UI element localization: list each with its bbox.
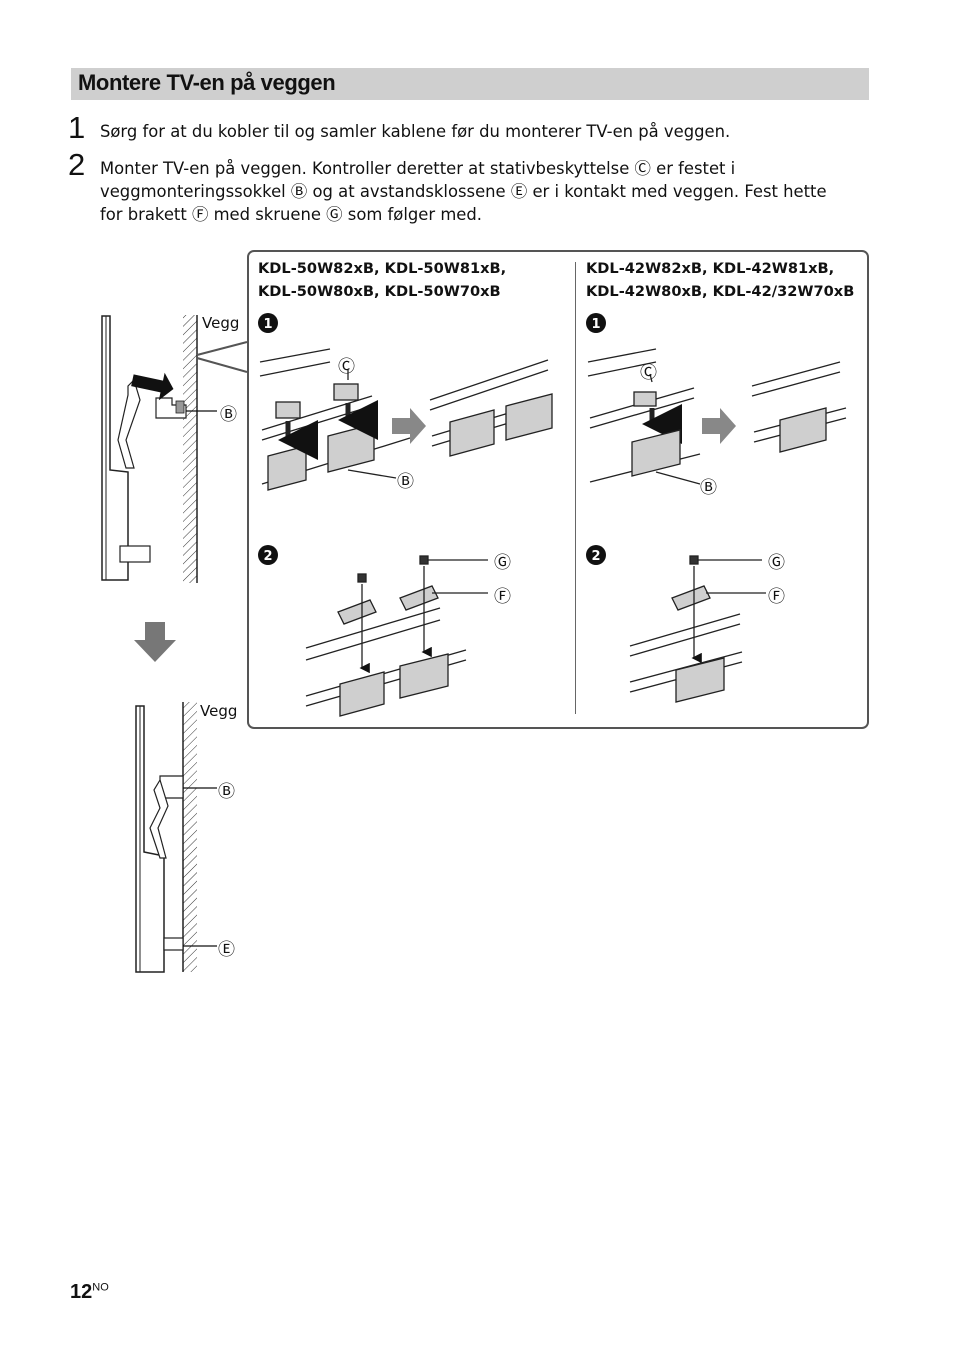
wall-label-bottom: Vegg [200,702,238,720]
tv-side-view-before [101,315,248,583]
callout-b-right: Ⓑ [700,478,717,498]
page-language: NO [92,1281,109,1294]
left-step2-diagram [305,555,488,717]
step-2-text: Monter TV-en på veggen. Kontroller deret… [100,157,827,226]
callout-g-left: Ⓖ [494,553,511,573]
section-title: Montere TV-en på veggen [78,70,336,95]
callout-e-side-bottom: Ⓔ [218,940,235,960]
section-title-bar: Montere TV-en på veggen [71,68,869,100]
substep-2-badge-right [586,545,606,565]
models-left: KDL-50W82xB, KDL-50W81xB, KDL-50W80xB, K… [258,257,506,303]
callout-c-left: Ⓒ [338,357,355,377]
right-step2-diagram [629,555,766,703]
step-1-text: Sørg for at du kobler til og samler kabl… [100,122,731,141]
step-2-line-2: veggmonteringssokkel Ⓑ og at avstandsklo… [100,182,827,201]
wall-label-top: Vegg [202,314,240,332]
callout-c-right: Ⓒ [640,363,657,383]
models-right: KDL-42W82xB, KDL-42W81xB, KDL-42W80xB, K… [586,257,854,303]
models-right-line-2: KDL-42W80xB, KDL-42/32W70xB [586,283,855,300]
callout-f-right: Ⓕ [768,587,785,607]
models-right-line-1: KDL-42W82xB, KDL-42W81xB, [586,260,835,277]
page-number: 12NO [70,1281,109,1304]
page-number-value: 12 [70,1281,93,1303]
step-2-line-1: Monter TV-en på veggen. Kontroller deret… [100,159,736,178]
callout-f-left: Ⓕ [494,587,511,607]
step-1-number: 1 [68,110,86,145]
callout-b-left: Ⓑ [397,472,414,492]
callout-b-side-top: Ⓑ [220,405,237,425]
substep-1-number-right: 1 [591,317,600,332]
substep-1-number-left: 1 [263,317,272,332]
step-2-line-3: for brakett Ⓕ med skruene Ⓖ som følger m… [100,205,482,224]
models-left-line-1: KDL-50W82xB, KDL-50W81xB, [258,260,507,277]
panel-divider [575,262,576,714]
callout-b-side-bottom: Ⓑ [218,782,235,802]
tv-side-view-after [135,702,217,973]
substep-2-number-right: 2 [591,549,600,564]
down-arrow-icon [134,622,176,662]
step-2-number: 2 [68,147,86,182]
right-step1-diagram [587,348,847,485]
left-step1-diagram [259,348,553,491]
detail-panel [247,250,869,729]
models-left-line-2: KDL-50W80xB, KDL-50W70xB [258,283,501,300]
substep-2-badge-left [258,545,278,565]
substep-1-badge-left [258,313,278,333]
substep-2-number-left: 2 [263,549,272,564]
substep-1-badge-right [586,313,606,333]
callout-g-right: Ⓖ [768,553,785,573]
